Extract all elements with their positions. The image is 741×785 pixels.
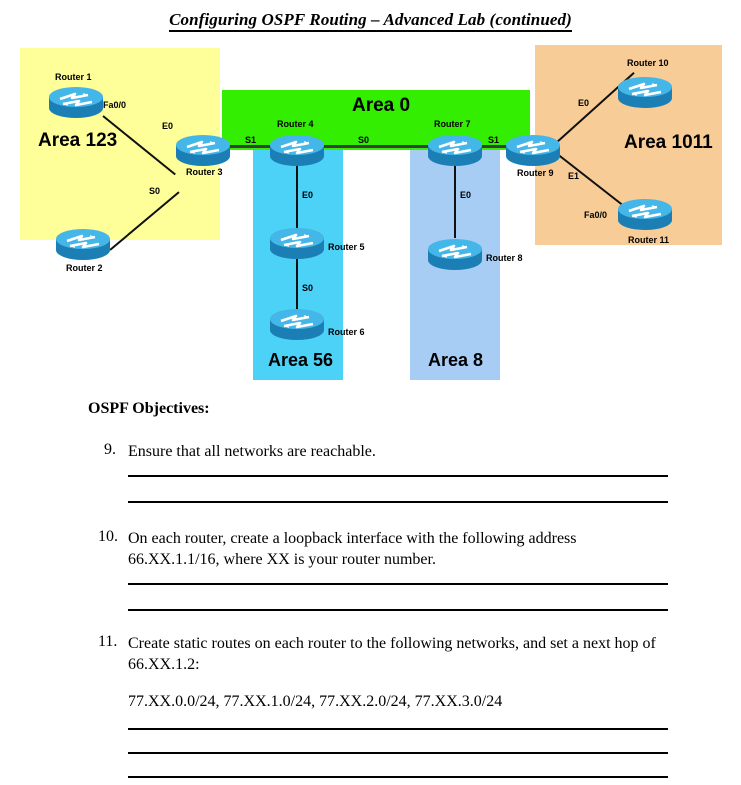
router-11-icon[interactable] <box>617 198 673 232</box>
answer-line[interactable] <box>128 776 668 778</box>
router-5-label: Router 5 <box>328 242 365 252</box>
interface-label-r4-s1: S1 <box>245 135 257 145</box>
objective-9-number: 9. <box>104 441 116 458</box>
area-0-label: Area 0 <box>352 95 411 116</box>
interface-label-r9-e0: E0 <box>578 98 590 108</box>
router-8-label: Router 8 <box>486 253 523 263</box>
interface-label-r4-s0: S0 <box>358 135 370 145</box>
answer-line[interactable] <box>128 475 668 477</box>
answer-line[interactable] <box>128 752 668 754</box>
router-1-icon[interactable] <box>48 86 104 120</box>
objective-10-number: 10. <box>98 528 118 545</box>
router-6-icon[interactable] <box>269 308 325 342</box>
router-10-label: Router 10 <box>627 58 669 68</box>
page-title: Configuring OSPF Routing – Advanced Lab … <box>0 10 741 32</box>
area-1011-label: Area 1011 <box>624 132 713 153</box>
router-10-icon[interactable] <box>617 76 673 110</box>
page-title-text: Configuring OSPF Routing – Advanced Lab … <box>169 10 572 32</box>
router-1-label: Router 1 <box>55 72 92 82</box>
area-0-region <box>222 90 530 150</box>
router-4-label: Router 4 <box>277 119 314 129</box>
router-2-icon[interactable] <box>55 228 111 262</box>
router-7-icon[interactable] <box>427 134 483 168</box>
answer-line[interactable] <box>128 583 668 585</box>
router-11-label: Router 11 <box>628 235 670 245</box>
interface-label-r11-fa00: Fa0/0 <box>584 210 608 220</box>
answer-line[interactable] <box>128 609 668 611</box>
interface-label-r4-e0: E0 <box>302 190 314 200</box>
router-8-icon[interactable] <box>427 238 483 272</box>
interface-label-r3-s0: S0 <box>149 186 161 196</box>
router-2-label: Router 2 <box>66 263 103 273</box>
answer-line[interactable] <box>128 501 668 503</box>
router-6-label: Router 6 <box>328 327 365 337</box>
router-7-label: Router 7 <box>434 119 471 129</box>
router-9-icon[interactable] <box>505 134 561 168</box>
objective-10-text: On each router, create a loopback interf… <box>128 530 577 568</box>
interface-label-r3-e0: E0 <box>162 121 174 131</box>
area-8-label: Area 8 <box>428 350 484 370</box>
interface-label-r7-s1: S1 <box>488 135 500 145</box>
router-9-label: Router 9 <box>517 168 554 178</box>
objective-11-networks: 77.XX.0.0/24, 77.XX.1.0/24, 77.XX.2.0/24… <box>128 693 503 710</box>
objective-11-text: Create static routes on each router to t… <box>128 635 656 673</box>
router-3-label: Router 3 <box>186 167 223 177</box>
objectives-heading: OSPF Objectives: <box>88 400 210 417</box>
area-56-region <box>253 150 343 380</box>
area-56-label: Area 56 <box>268 350 334 370</box>
interface-label-r5-s0: S0 <box>302 283 314 293</box>
router-5-icon[interactable] <box>269 227 325 261</box>
link-router3-router9-trunk <box>212 145 532 148</box>
objective-9-text: Ensure that all networks are reachable. <box>128 443 376 460</box>
answer-line[interactable] <box>128 728 668 730</box>
interface-label-r9-e1: E1 <box>568 171 580 181</box>
interface-label-r7-e0: E0 <box>460 190 472 200</box>
router-4-icon[interactable] <box>269 134 325 168</box>
objective-11-number: 11. <box>98 633 118 650</box>
router-3-icon[interactable] <box>175 134 231 168</box>
network-topology-diagram: Area 123 Area 0 Area 1011 Area 56 Area 8… <box>0 40 741 390</box>
interface-label-r1-fa00: Fa0/0 <box>103 100 127 110</box>
area-123-label: Area 123 <box>38 130 118 151</box>
